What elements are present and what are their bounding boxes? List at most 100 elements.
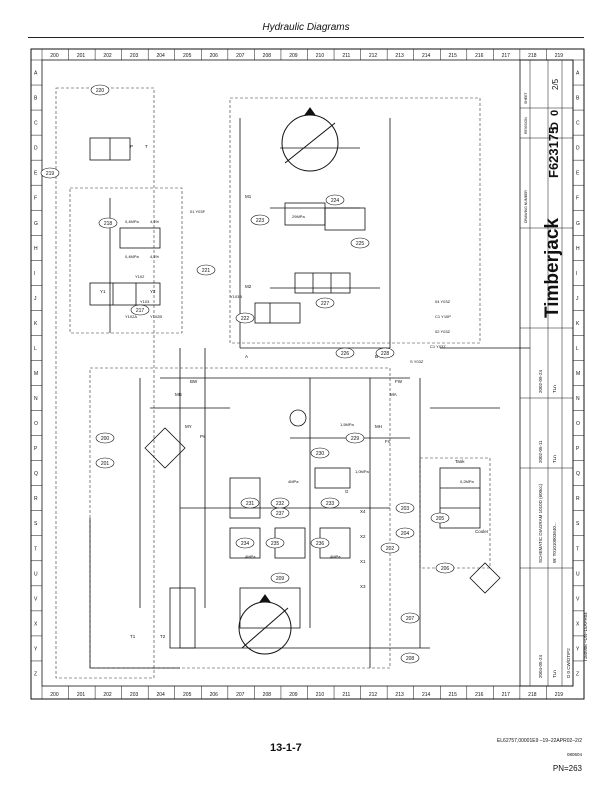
callout-bubble	[250, 214, 270, 226]
callout-bubble	[130, 304, 150, 316]
zone-column-label: 218	[528, 692, 537, 698]
callout-label: 224	[331, 198, 340, 204]
label-revision: REVISION	[524, 117, 528, 134]
callout-bubble	[380, 542, 400, 554]
port-label: T2	[160, 634, 166, 639]
label-sheet: SHEET	[524, 91, 528, 104]
zone-row-label: N	[34, 396, 38, 402]
zone-row-label: H	[34, 246, 38, 252]
callout-label: 229	[351, 436, 360, 442]
port-label: Y1	[100, 289, 106, 294]
zone-column-label: 201	[77, 692, 86, 698]
callout-label: 206	[441, 566, 450, 572]
callout-bubble	[350, 237, 370, 249]
pressure-label: 0,2MPa	[460, 479, 475, 484]
pressure-label: 0,4MPa	[125, 254, 140, 259]
zone-row-label: X	[576, 621, 580, 627]
port-label: BW	[190, 379, 198, 384]
zone-row-label: I	[34, 271, 35, 277]
port-label: X1	[360, 559, 366, 564]
callout-bubble	[196, 264, 216, 276]
callout-label: 237	[276, 511, 285, 517]
zone-column-label: 207	[236, 692, 245, 698]
zone-row-label: B	[576, 96, 580, 102]
pump-symbol	[238, 594, 292, 655]
callout-label: 228	[381, 351, 390, 357]
zone-row-label: R	[34, 496, 38, 502]
port-label: G	[345, 489, 349, 494]
callout-bubble	[40, 167, 60, 179]
zone-column-label: 212	[369, 692, 378, 698]
initials-1: TLn	[552, 385, 557, 393]
valve-blocks	[89, 137, 501, 649]
callout-label: 207	[406, 616, 415, 622]
zone-row-label: J	[576, 296, 579, 302]
header-divider	[28, 37, 584, 38]
callout-bubble	[325, 194, 345, 206]
pressure-label: 1,5MPa	[340, 422, 355, 427]
footer-reference: EL62757,00001E9 –19–22APR02–2/2	[496, 738, 582, 744]
callout-bubble	[240, 497, 260, 509]
zone-row-label: C	[34, 121, 38, 127]
pressure-labels: 0,4MPa0,4MPa4,4%4,4%29MPa1,0MPa1,5MPa4MP…	[125, 214, 475, 559]
zone-row-label: E	[576, 171, 580, 177]
pressure-label: 1,0MPa	[355, 469, 370, 474]
callout-bubble	[98, 217, 118, 229]
zone-column-label: 201	[77, 53, 86, 59]
zone-row-label: C	[576, 121, 580, 127]
label-drawing-number: DRAWING NUMBER	[524, 190, 528, 223]
port-label: FW	[395, 379, 403, 384]
callout-label: 202	[386, 546, 395, 552]
zone-column-label: 204	[156, 53, 165, 59]
sheet-inner-frame	[41, 59, 574, 687]
callout-bubble	[235, 312, 255, 324]
callout-bubble	[395, 502, 415, 514]
port-label: B	[375, 354, 378, 359]
drawing-title: SCHEMATIC DIAGRAM 1010D (600cc)	[538, 483, 543, 563]
zone-column-label: 202	[103, 692, 112, 698]
zone-row-label: F	[576, 196, 579, 202]
callout-label: 232	[276, 501, 285, 507]
port-label: Ps	[200, 434, 206, 439]
zone-column-label: 205	[183, 53, 192, 59]
callout-label: 222	[241, 316, 250, 322]
zone-column-label: 209	[289, 692, 298, 698]
zone-column-label: 209	[289, 53, 298, 59]
port-label: T	[145, 144, 148, 149]
signal-label: S Y03Z	[410, 359, 424, 364]
callout-label: 235	[271, 541, 280, 547]
zone-column-label: 200	[50, 692, 59, 698]
callout-label: 217	[136, 308, 145, 314]
port-label: P	[130, 144, 133, 149]
zone-row-label: K	[34, 321, 38, 327]
date-3: 2004-05-24	[538, 654, 543, 678]
zone-row-label: Q	[34, 471, 38, 477]
port-label: M1	[245, 194, 252, 199]
zone-column-label: 205	[183, 692, 192, 698]
callout-bubble	[430, 512, 450, 524]
callout-label: 234	[241, 541, 250, 547]
callout-label: 227	[321, 301, 330, 307]
zone-row-label: R	[576, 496, 580, 502]
figure-id: T160906 –UN–15APR04	[583, 612, 588, 662]
callout-label: 225	[356, 241, 365, 247]
pressure-label: 4MPa	[330, 554, 341, 559]
zone-row-label: A	[576, 71, 580, 77]
dashed-boundaries	[55, 87, 491, 679]
port-label: Tank	[455, 459, 465, 464]
callout-label: 218	[104, 221, 113, 227]
zone-column-label: 216	[475, 53, 484, 59]
zone-row-label: T	[576, 546, 579, 552]
zone-row-label: N	[576, 396, 580, 402]
callout-label: 226	[341, 351, 350, 357]
zone-row-label: Y	[576, 646, 580, 652]
zone-row-label: P	[576, 446, 580, 452]
signal-label: C1 Y03Z	[430, 344, 446, 349]
pressure-label: 29MPa	[292, 214, 305, 219]
revision-code: D 0 CW/DTIP2	[566, 648, 571, 678]
sheet-number: 2/5	[551, 78, 560, 90]
zone-row-label: D	[34, 146, 38, 152]
callout-label: 220	[96, 88, 105, 94]
callout-label: 223	[256, 218, 265, 224]
